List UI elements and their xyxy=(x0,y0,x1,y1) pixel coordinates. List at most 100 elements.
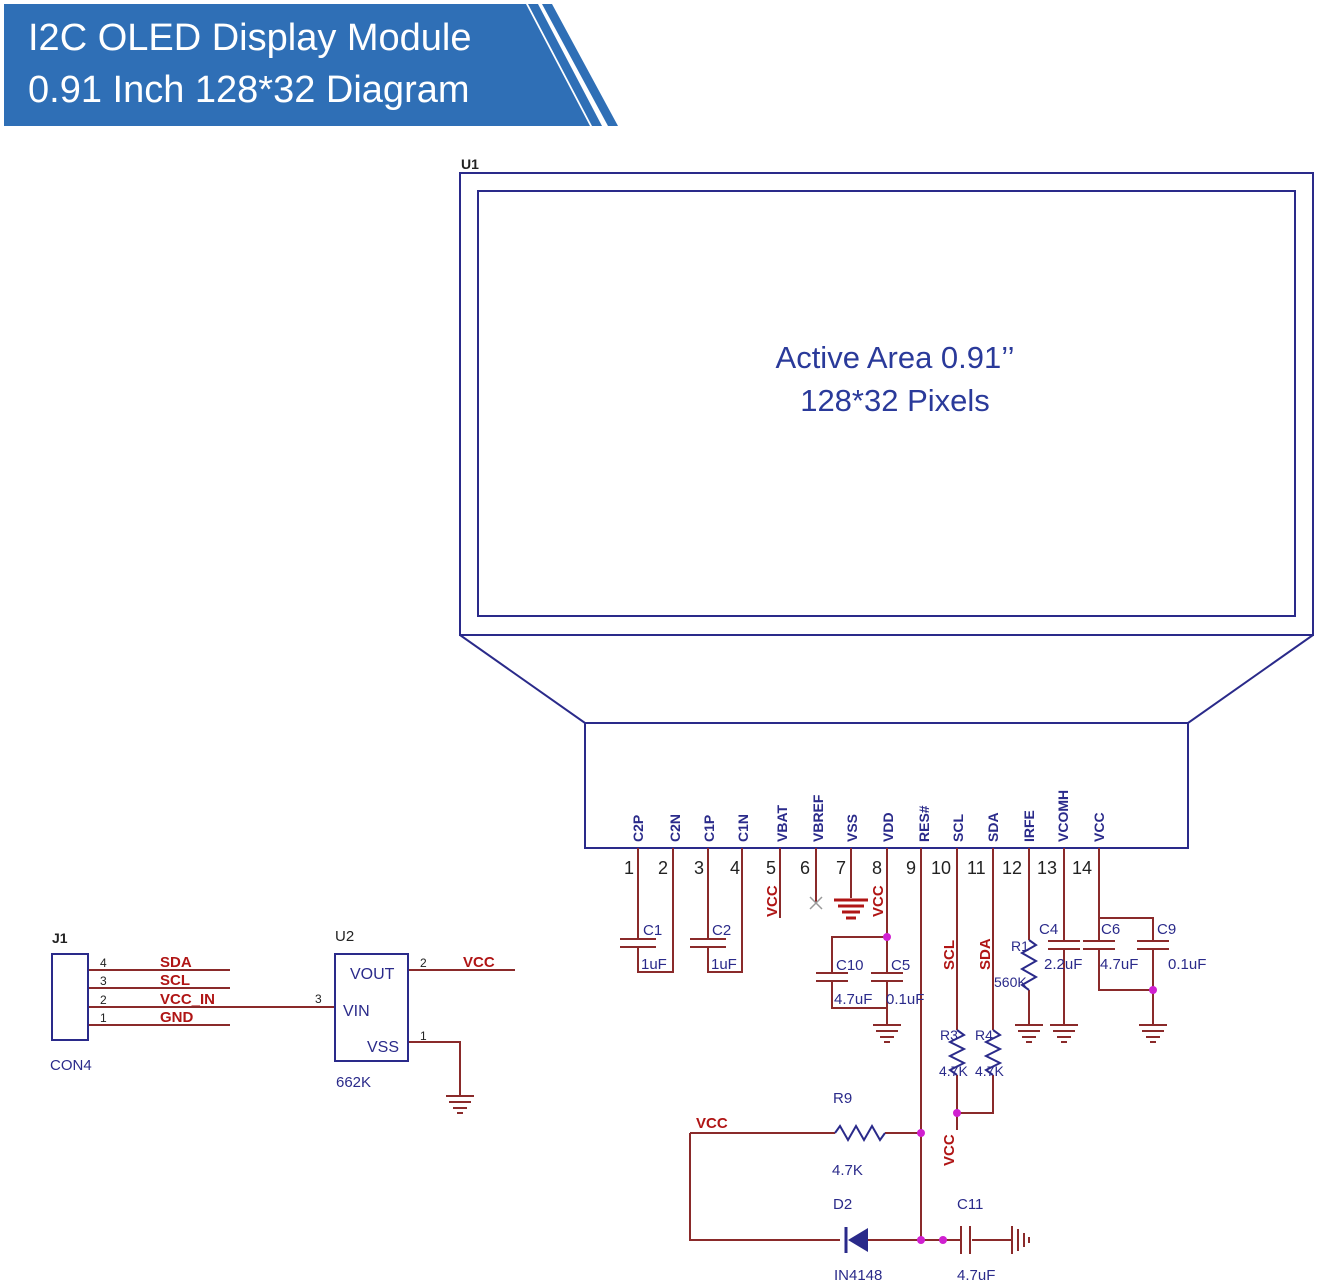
banner-title: I2C OLED Display Module 0.91 Inch 128*32… xyxy=(28,12,472,116)
display-outline xyxy=(459,172,1314,849)
r3-ref: R3 xyxy=(940,1027,958,1043)
j1-ref: J1 xyxy=(52,930,68,946)
ground-icon-vss xyxy=(834,898,868,920)
pin-name-9: RES# xyxy=(916,805,932,842)
pin-num-7: 7 xyxy=(836,858,846,878)
pin-name-8: VDD xyxy=(880,812,896,842)
net-j1-gnd: GND xyxy=(160,1009,194,1026)
net-vcc-pin8: VCC xyxy=(870,885,887,917)
pin-name-11: SDA xyxy=(985,812,1001,842)
component-labels: C1 1uF C2 1uF C10 4.7uF C5 0.1uF R1 560K… xyxy=(641,921,1206,1284)
j1-pin-4: 4 xyxy=(100,956,107,970)
junction-r3-r4 xyxy=(953,1109,961,1117)
u2-pin-vss: 1 xyxy=(420,1029,427,1043)
pin-num-5: 5 xyxy=(766,858,776,878)
c5-ref: C5 xyxy=(891,957,910,974)
active-area-line2: 128*32 Pixels xyxy=(800,383,990,418)
u2-vout-label: VOUT xyxy=(350,966,395,983)
cap-c5 xyxy=(871,972,903,982)
pin-names: C2P C2N C1P C1N VBAT VBREF VSS VDD RES# … xyxy=(630,790,1107,842)
pin-num-10: 10 xyxy=(931,858,951,878)
r3-value: 4.7K xyxy=(939,1063,968,1079)
display-ref: U1 xyxy=(461,156,479,172)
banner: I2C OLED Display Module 0.91 Inch 128*32… xyxy=(0,0,640,130)
c10-ref: C10 xyxy=(836,957,864,974)
resistor-r1 xyxy=(1019,939,1039,991)
c11-value: 4.7uF xyxy=(957,1267,995,1284)
net-j1-sda: SDA xyxy=(160,954,192,971)
c10-value: 4.7uF xyxy=(834,991,872,1008)
u2-vss-label: VSS xyxy=(367,1039,399,1056)
diode-d2 xyxy=(844,1227,868,1253)
c6-value: 4.7uF xyxy=(1100,956,1138,973)
c4-ref: C4 xyxy=(1039,921,1058,938)
active-area-line1: Active Area 0.91’’ xyxy=(776,340,1015,375)
pin-num-3: 3 xyxy=(694,858,704,878)
r9-value: 4.7K xyxy=(832,1162,863,1179)
pin-name-3: C1P xyxy=(701,815,717,842)
pin-num-13: 13 xyxy=(1037,858,1057,878)
pin-name-4: C1N xyxy=(735,814,751,842)
ground-icon-r1 xyxy=(1015,1024,1043,1043)
cap-c9 xyxy=(1137,940,1169,950)
u2-pin-vin: 3 xyxy=(315,992,322,1006)
net-vcc-pin5: VCC xyxy=(764,885,781,917)
j1-part: CON4 xyxy=(50,1057,92,1074)
resistors xyxy=(834,939,1039,1143)
title-banner xyxy=(4,4,618,126)
ground-icon-u2 xyxy=(446,1095,474,1114)
wires xyxy=(88,848,1154,1241)
u2-pin-vout: 2 xyxy=(420,956,427,970)
net-j1-scl: SCL xyxy=(160,972,190,989)
connector-j1: J1 CON4 4 3 2 1 xyxy=(50,930,107,1074)
r4-ref: R4 xyxy=(975,1027,993,1043)
junction-c6-c9 xyxy=(1149,986,1157,994)
junction-d2-res xyxy=(917,1236,925,1244)
pin-name-7: VSS xyxy=(844,814,860,842)
c1-value: 1uF xyxy=(641,956,667,973)
ground-icon-c4 xyxy=(1050,1024,1078,1043)
pin-num-1: 1 xyxy=(624,858,634,878)
cap-c4 xyxy=(1048,940,1080,950)
j1-pin-2: 2 xyxy=(100,993,107,1007)
pin-name-5: VBAT xyxy=(774,804,790,842)
junctions xyxy=(883,933,1157,1244)
net-vcc-reset: VCC xyxy=(696,1115,728,1132)
pin-name-2: C2N xyxy=(667,814,683,842)
u2-ref: U2 xyxy=(335,928,354,945)
r9-ref: R9 xyxy=(833,1090,852,1107)
capacitor-plates xyxy=(620,938,1169,1254)
ground-symbols xyxy=(446,898,1167,1254)
net-scl: SCL xyxy=(941,940,958,970)
pin-name-14: VCC xyxy=(1091,812,1107,842)
pin-num-4: 4 xyxy=(730,858,740,878)
c2-value: 1uF xyxy=(711,956,737,973)
net-j1-vccin: VCC_IN xyxy=(160,991,215,1008)
net-sda: SDA xyxy=(977,938,994,970)
r4-value: 4.7K xyxy=(975,1063,1004,1079)
d2-ref: D2 xyxy=(833,1196,852,1213)
r1-ref: R1 xyxy=(1011,938,1029,954)
j1-pin-3: 3 xyxy=(100,974,107,988)
cap-c1 xyxy=(620,938,656,948)
junction-c10-c5 xyxy=(883,933,891,941)
no-connect-mark xyxy=(809,896,823,910)
j1-pin-1: 1 xyxy=(100,1011,107,1025)
resistor-r9 xyxy=(834,1123,886,1143)
resistor-r3 xyxy=(947,1029,967,1076)
banner-title-line2: 0.91 Inch 128*32 Diagram xyxy=(28,69,470,111)
ground-icon-c5 xyxy=(873,1024,901,1043)
pin-numbers: 1 2 3 4 5 6 7 8 9 10 11 12 13 14 xyxy=(624,858,1092,878)
pin-num-9: 9 xyxy=(906,858,916,878)
c2-ref: C2 xyxy=(712,922,731,939)
cap-c6 xyxy=(1083,940,1115,950)
net-labels: VCC VCC SCL SDA VCC VCC VCC SDA SCL VCC_… xyxy=(160,885,994,1166)
d2-value: IN4148 xyxy=(834,1267,882,1284)
pin-num-11: 11 xyxy=(967,858,986,878)
c9-value: 0.1uF xyxy=(1168,956,1206,973)
c5-value: 0.1uF xyxy=(886,991,924,1008)
cap-c11 xyxy=(960,1226,971,1254)
u2-part: 662K xyxy=(336,1074,371,1091)
net-vcc-pullup: VCC xyxy=(941,1134,958,1166)
